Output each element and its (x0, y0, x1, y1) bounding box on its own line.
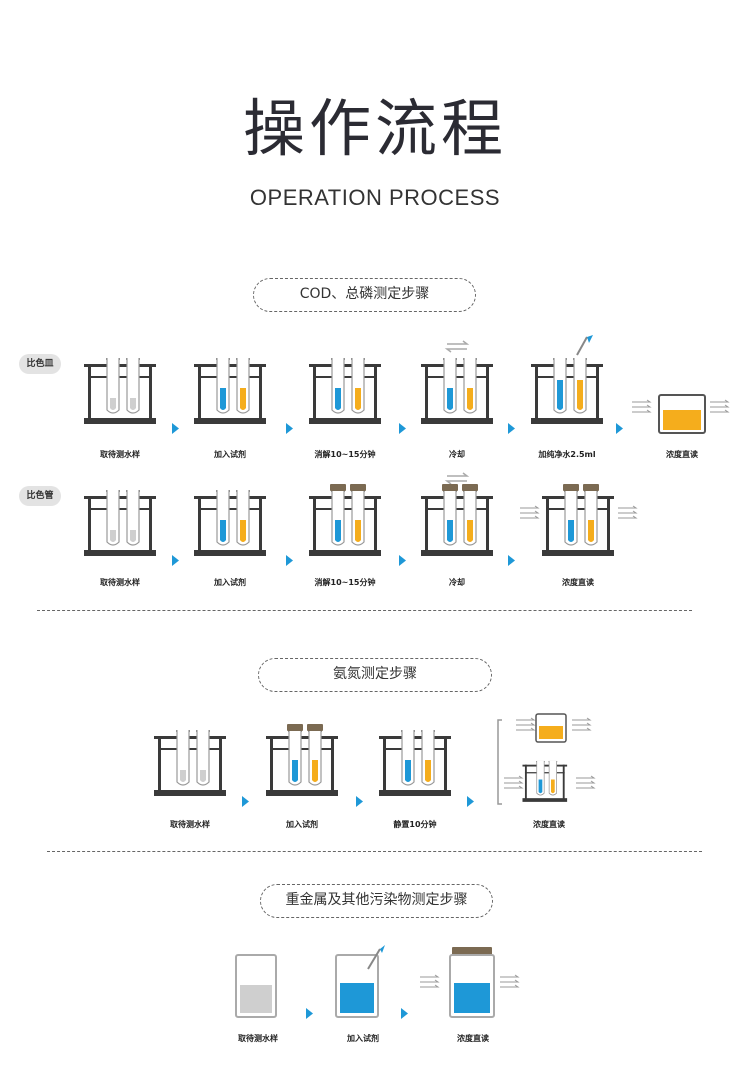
cuvette-reading-icon (632, 394, 730, 434)
rack-sample (84, 490, 156, 556)
arrow-icon (306, 1004, 313, 1023)
arrow-icon (242, 792, 249, 811)
step-caption: 取待测水样 (170, 820, 210, 829)
arrow-icon (356, 792, 363, 811)
step-caption: 加入试剂 (347, 1034, 379, 1043)
arrow-icon (286, 551, 293, 570)
arrow-icon (286, 419, 293, 438)
beaker-reading (420, 947, 520, 1018)
arrow-icon (508, 551, 515, 570)
beaker-sample (235, 954, 277, 1018)
arrow-icon (508, 419, 515, 438)
step-caption: 浓度直读 (562, 578, 594, 587)
rack-add-water (531, 335, 603, 424)
step-caption: 加入试剂 (214, 578, 246, 587)
tube-reading-icon (520, 484, 638, 556)
rack-sample (154, 730, 226, 796)
metals-section-heading: 重金属及其他污染物测定步骤 (260, 884, 493, 918)
tube-badge: 比色管 (19, 486, 61, 506)
arrow-icon (401, 1004, 408, 1023)
step-caption: 冷却 (449, 450, 465, 459)
step-caption: 加入试剂 (214, 450, 246, 459)
arrow-icon (172, 551, 179, 570)
step-caption: 静置10分钟 (393, 820, 437, 829)
step-caption: 加入试剂 (286, 820, 318, 829)
ammonia-section-heading: 氨氮测定步骤 (258, 658, 492, 692)
reading-options (497, 713, 596, 805)
arrow-icon (399, 551, 406, 570)
rack-cool (421, 340, 493, 424)
cuvette-badge: 比色皿 (19, 354, 61, 374)
section-divider (47, 851, 702, 852)
step-caption: 取待测水样 (100, 578, 140, 587)
rack-cool-capped (421, 472, 493, 556)
step-caption: 取待测水样 (238, 1034, 278, 1043)
step-caption: 浓度直读 (666, 450, 698, 459)
arrow-icon (399, 419, 406, 438)
step-caption: 消解10~15分钟 (314, 450, 376, 459)
rack-reagent (194, 490, 266, 556)
rack-digest-capped (309, 484, 381, 556)
arrow-icon (467, 792, 474, 811)
step-caption: 浓度直读 (533, 820, 565, 829)
rack-rest (379, 730, 451, 796)
section-divider (37, 610, 692, 611)
arrow-icon (172, 419, 179, 438)
step-caption: 消解10~15分钟 (314, 578, 376, 587)
rack-reagent (194, 358, 266, 424)
cod-section-heading: COD、总磷测定步骤 (253, 278, 476, 312)
arrow-icon (616, 419, 623, 438)
rack-digest (309, 358, 381, 424)
page-subtitle: OPERATION PROCESS (249, 185, 501, 210)
step-caption: 冷却 (449, 578, 465, 587)
rack-sample (84, 358, 156, 424)
page-title: 操作流程 (242, 92, 507, 165)
rack-reagent-capped (266, 724, 338, 796)
step-caption: 加纯净水2.5ml (538, 450, 596, 459)
beaker-reagent (335, 945, 385, 1018)
step-caption: 取待测水样 (100, 450, 140, 459)
step-caption: 浓度直读 (457, 1034, 489, 1043)
